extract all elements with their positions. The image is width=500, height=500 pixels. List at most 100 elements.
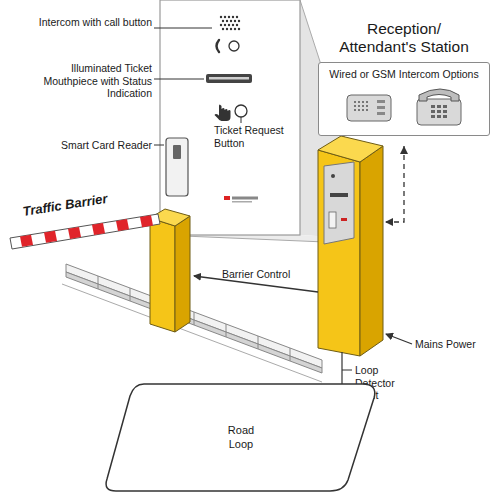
circle-shape xyxy=(228,16,230,18)
circle-shape xyxy=(234,28,236,30)
barrier-arm xyxy=(10,214,160,249)
speaker-grille xyxy=(220,16,240,30)
circle-shape xyxy=(358,101,360,103)
rect-shape xyxy=(377,100,385,103)
station-panel xyxy=(324,162,354,244)
barrier-post xyxy=(150,218,175,332)
line-shape xyxy=(98,276,99,289)
circle-shape xyxy=(226,20,228,22)
rect-shape xyxy=(417,99,461,125)
ticket-slot-light xyxy=(209,77,249,80)
call-button xyxy=(229,41,239,51)
circle-shape xyxy=(228,24,230,26)
pay-station xyxy=(318,150,360,356)
label: Ticket Request Button xyxy=(214,124,294,149)
phone-icon xyxy=(217,40,220,52)
station-box: Reception/ Attendant's StationWired or G… xyxy=(318,62,490,136)
ticket-button xyxy=(235,105,247,117)
kerb xyxy=(62,264,322,382)
circle-shape xyxy=(354,101,356,103)
barrier-post-side xyxy=(175,216,190,332)
rect-shape xyxy=(347,95,391,121)
circle-shape xyxy=(366,105,368,107)
circle-shape xyxy=(220,16,222,18)
panel-zoom xyxy=(160,0,300,235)
polygon-shape xyxy=(92,223,105,235)
leader-line xyxy=(241,117,242,123)
logo-mark xyxy=(232,201,252,203)
hand-icon xyxy=(215,105,231,122)
circle-shape xyxy=(362,109,364,111)
pay-station-top xyxy=(318,136,383,162)
node-text: Road Loop xyxy=(216,424,266,452)
logo-mark xyxy=(232,197,258,200)
intercom-link-head xyxy=(400,146,408,154)
rect-shape xyxy=(377,106,385,109)
circle-shape xyxy=(232,16,234,18)
rect-shape xyxy=(443,105,447,108)
polygon-shape xyxy=(20,235,33,247)
circle-shape xyxy=(236,16,238,18)
line-shape xyxy=(226,324,227,337)
circle-shape xyxy=(354,109,356,111)
path-shape xyxy=(106,384,375,491)
circle-shape xyxy=(232,24,234,26)
station-intercom xyxy=(331,174,335,178)
polygon-shape xyxy=(66,272,322,373)
rect-shape xyxy=(437,110,441,113)
polygon-shape xyxy=(116,219,129,231)
rect-shape xyxy=(377,112,385,115)
label: Barrier Control xyxy=(222,268,312,281)
rect-shape xyxy=(443,115,447,118)
rect-shape xyxy=(431,115,435,118)
circle-shape xyxy=(236,24,238,26)
rect-shape xyxy=(431,110,435,113)
leader-line xyxy=(342,370,352,371)
circle-shape xyxy=(220,24,222,26)
station-heading: Reception/ Attendant's Station xyxy=(309,20,499,57)
pay-station-side xyxy=(360,146,383,356)
card-reader xyxy=(166,138,188,196)
road-loop: Road Loop xyxy=(100,380,382,495)
ticket-slot xyxy=(206,74,252,83)
station-slot xyxy=(330,193,348,197)
line-shape xyxy=(62,284,322,382)
circle-shape xyxy=(238,28,240,30)
station-reader xyxy=(329,212,336,228)
leader-line xyxy=(154,28,212,29)
rect-shape xyxy=(443,110,447,113)
label: Traffic Barrier xyxy=(22,187,133,220)
circle-shape xyxy=(366,109,368,111)
intercom-icons xyxy=(325,81,483,131)
circle-shape xyxy=(224,24,226,26)
card-reader-slot xyxy=(173,145,181,159)
line-shape xyxy=(258,336,259,349)
label: Smart Card Reader xyxy=(40,139,152,152)
label: Illuminated Ticket Mouthpiece with Statu… xyxy=(30,62,152,100)
circle-shape xyxy=(234,20,236,22)
circle-shape xyxy=(354,105,356,107)
circle-shape xyxy=(222,20,224,22)
circle-shape xyxy=(224,16,226,18)
polygon-shape xyxy=(44,231,57,243)
node-text: Wired or GSM Intercom Options xyxy=(325,68,483,81)
polygon-shape xyxy=(140,215,153,227)
logo-mark xyxy=(224,196,230,200)
circle-shape xyxy=(230,20,232,22)
barrier-stripes xyxy=(20,215,153,247)
circle-shape xyxy=(362,101,364,103)
leader-line xyxy=(154,145,164,146)
circle-shape xyxy=(238,20,240,22)
label: Intercom with call button xyxy=(30,16,152,29)
circle-shape xyxy=(362,105,364,107)
line-shape xyxy=(130,288,131,301)
circle-shape xyxy=(226,28,228,30)
station-logo xyxy=(341,218,347,221)
circle-shape xyxy=(222,28,224,30)
circle-shape xyxy=(358,109,360,111)
circle-shape xyxy=(230,28,232,30)
path-shape xyxy=(419,89,459,101)
circle-shape xyxy=(358,105,360,107)
circle-shape xyxy=(366,101,368,103)
